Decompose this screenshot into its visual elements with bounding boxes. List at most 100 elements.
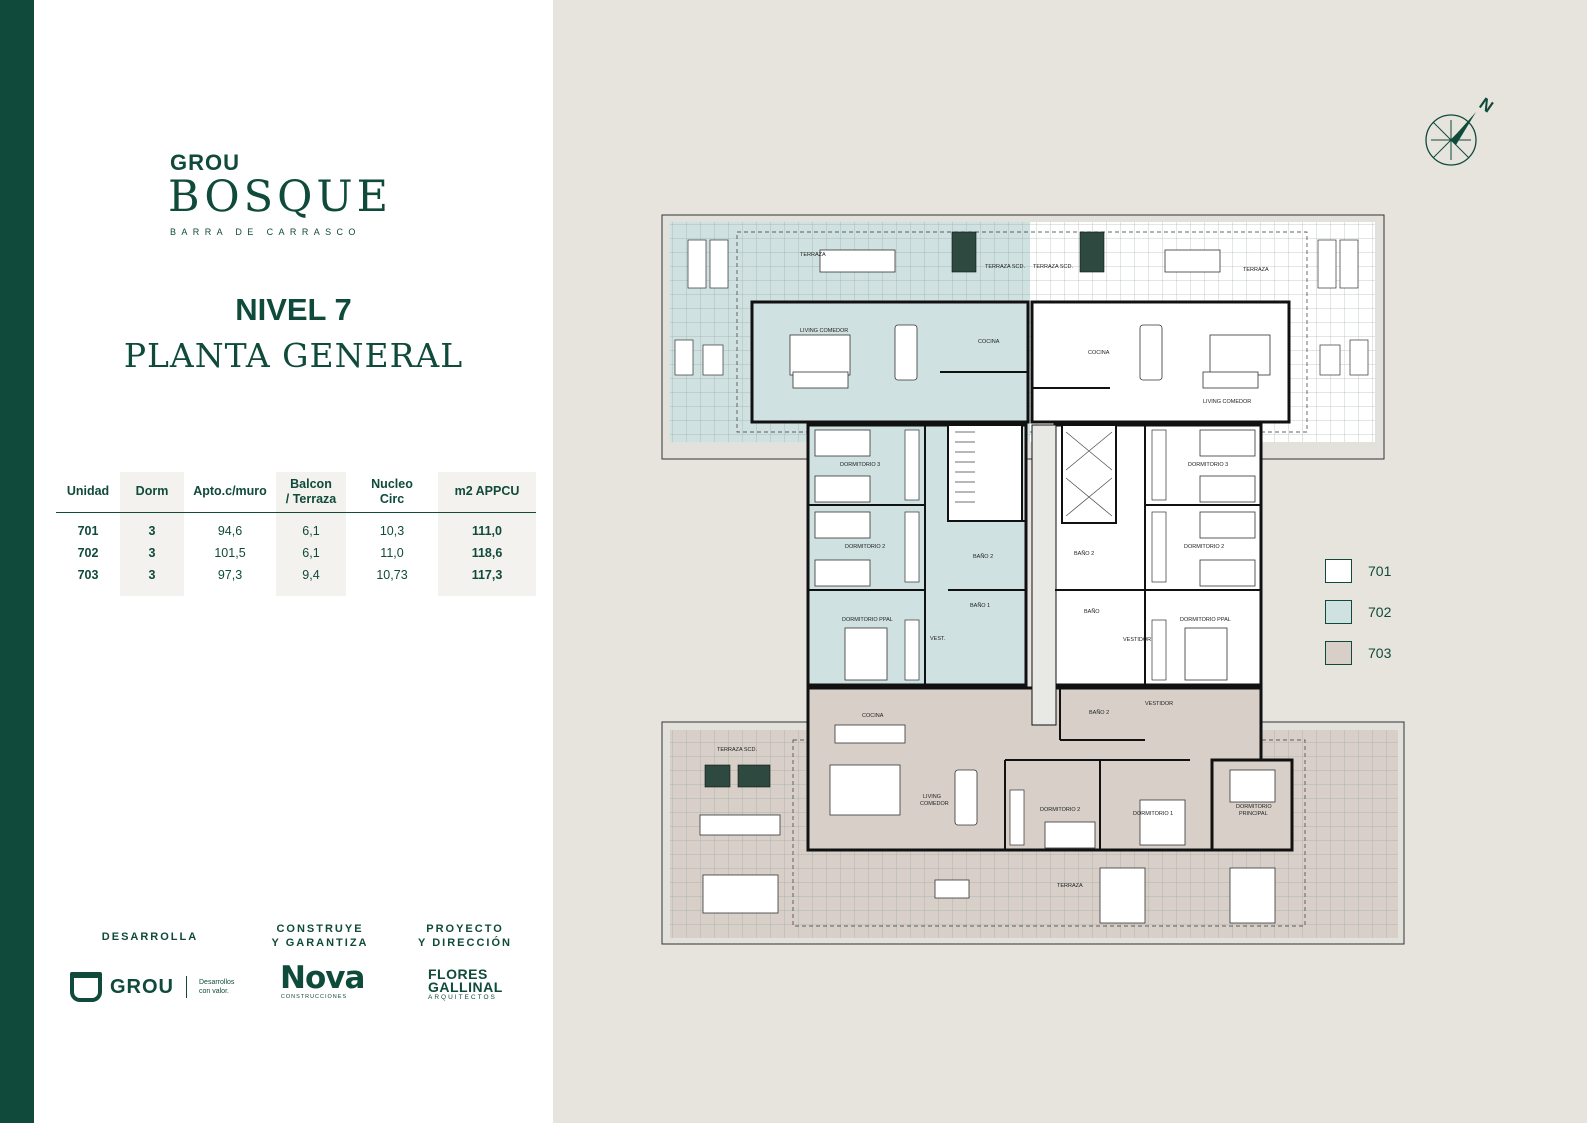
- floor-plan: N: [661, 94, 1497, 945]
- cell-m2: 111,0: [438, 512, 536, 542]
- label-terraza-sc-702: TERRAZA SCD.: [985, 264, 1026, 270]
- label-terraza-sc-703: TERRAZA SCD.: [717, 747, 758, 753]
- label-dorm3-702: DORMITORIO 3: [840, 462, 880, 468]
- compass-icon: [1425, 112, 1477, 166]
- header-nucleo-line1: Nucleo: [371, 476, 413, 491]
- label-dorm3-701: DORMITORIO 3: [1188, 462, 1228, 468]
- table-row: 702 3 101,5 6,1 11,0 118,6: [56, 542, 536, 564]
- cell-unidad: 703: [77, 568, 99, 582]
- cell-unidad: 701: [77, 524, 99, 539]
- cell-apto: 101,5: [214, 546, 246, 560]
- header-unidad: Unidad: [56, 472, 120, 513]
- table-row: 703 3 97,3 9,4 10,73 117,3: [56, 564, 536, 586]
- label-living-703-line1: LIVING: [923, 794, 941, 800]
- cell-balcon: 9,4: [276, 564, 346, 586]
- legend-label-702: 702: [1368, 604, 1392, 620]
- label-bano2-701: BAÑO 2: [1074, 550, 1094, 557]
- label-dorm2-701: DORMITORIO 2: [1184, 544, 1224, 550]
- partition-walls: [808, 371, 1261, 850]
- cell-balcon: 6,1: [276, 512, 346, 542]
- flores-gallinal-logo: FLORES GALLINAL ARQUITECTOS: [428, 966, 518, 1001]
- flores-logo-line2: GALLINAL: [428, 979, 503, 995]
- table-header-row: Unidad Dorm Apto.c/muro Balcon/ Terraza …: [56, 472, 536, 513]
- label-dorm1-703: DORMITORIO 1: [1133, 811, 1173, 817]
- legend-swatch-703: [1325, 641, 1352, 665]
- label-cocina-703: COCINA: [862, 713, 884, 719]
- legend-item-702: 702: [1325, 600, 1391, 624]
- living-furniture-703: [699, 724, 1276, 924]
- circulation-corridor: [1031, 424, 1057, 726]
- credit-proyecto-label: PROYECTO Y DIRECCIÓN: [400, 922, 530, 950]
- cell-dorm: 3: [120, 542, 184, 564]
- header-balcon-line1: Balcon: [290, 476, 332, 491]
- living-furniture-701: [1139, 249, 1271, 389]
- label-ppal-702: DORMITORIO PPAL: [842, 617, 893, 623]
- cell-unidad: 702: [77, 546, 99, 560]
- label-terraza-703: TERRAZA: [1057, 883, 1083, 889]
- cell-m2: 118,6: [438, 542, 536, 564]
- cell-nucleo: 10,73: [376, 568, 408, 582]
- compass-north-label: N: [1476, 94, 1497, 117]
- stair-treads: [955, 431, 975, 503]
- grou-logo-separator: [186, 976, 187, 998]
- legend-swatch-702: [1325, 600, 1352, 624]
- credit-construye-line2: Y GARANTIZA: [271, 937, 369, 949]
- nova-logo-sub: CONSTRUCCIONES: [280, 994, 348, 1000]
- header-apto: Apto.c/muro: [184, 472, 276, 513]
- terrace-loungers: [674, 239, 1369, 376]
- cell-balcon: 6,1: [276, 542, 346, 564]
- legend-label-703: 703: [1368, 645, 1392, 661]
- table-spacer-row: [56, 586, 536, 596]
- table-row: 701 3 94,6 6,1 10,3 111,0: [56, 512, 536, 542]
- label-bano-701: BAÑO: [1084, 608, 1100, 615]
- header-balcon: Balcon/ Terraza: [276, 472, 346, 513]
- credit-proyecto-line2: Y DIRECCIÓN: [418, 937, 512, 949]
- cell-dorm: 3: [120, 512, 184, 542]
- grou-logo: GROU Desarrollos con valor.: [70, 972, 245, 1002]
- grou-logo-mark-icon: [70, 972, 102, 1002]
- planters: [704, 231, 1105, 788]
- flores-logo-sub: ARQUITECTOS: [428, 994, 497, 1001]
- brand-location: BARRA DE CARRASCO: [170, 227, 361, 237]
- nova-logo-name: Nova: [280, 960, 365, 996]
- label-living-702: LIVING COMEDOR: [800, 328, 848, 334]
- header-balcon-line2: / Terraza: [285, 491, 337, 506]
- elevator-core: [1061, 424, 1117, 524]
- label-bano2-703: BAÑO 2: [1089, 709, 1109, 716]
- cell-apto: 97,3: [217, 568, 243, 582]
- units-table: Unidad Dorm Apto.c/muro Balcon/ Terraza …: [56, 472, 536, 596]
- cell-dorm: 3: [120, 564, 184, 586]
- credit-construye-line1: CONSTRUYE: [276, 923, 364, 935]
- living-furniture-702: [789, 249, 918, 389]
- label-living-701: LIVING COMEDOR: [1203, 399, 1251, 405]
- grou-logo-name: GROU: [110, 975, 174, 998]
- label-dorm2-702: DORMITORIO 2: [845, 544, 885, 550]
- cell-m2: 117,3: [438, 564, 536, 586]
- brand-bosque: BOSQUE: [168, 172, 392, 222]
- nova-logo: Nova CONSTRUCCIONES: [280, 960, 365, 1000]
- legend-item-701: 701: [1325, 559, 1391, 583]
- header-m2: m2 APPCU: [438, 472, 536, 513]
- wardrobes: [904, 429, 1167, 846]
- flores-logo-line1: FLORES: [428, 966, 488, 982]
- left-accent-bar: [0, 0, 34, 1123]
- header-dorm: Dorm: [120, 472, 184, 513]
- plan-title: PLANTA GENERAL: [123, 336, 464, 375]
- cell-apto: 94,6: [217, 524, 243, 539]
- beds: [814, 429, 1276, 849]
- header-nucleo-line2: Circ: [379, 491, 405, 506]
- credit-construye-label: CONSTRUYE Y GARANTIZA: [255, 922, 385, 950]
- label-terraza-sc-701: TERRAZA SCD.: [1033, 264, 1074, 270]
- cell-nucleo: 10,3: [379, 524, 405, 539]
- label-vestidor-701: VESTIDOR: [1123, 637, 1151, 643]
- label-cocina-702: COCINA: [978, 339, 1000, 345]
- label-terraza-701: TERRAZA: [1243, 267, 1269, 273]
- label-ppal-701: DORMITORIO PPAL: [1180, 617, 1231, 623]
- legend-label-701: 701: [1368, 563, 1392, 579]
- cell-nucleo: 11,0: [380, 546, 404, 560]
- label-ppal-703-line1: DORMITORIO: [1236, 804, 1272, 810]
- elevator-cross-icon: [1065, 431, 1113, 517]
- label-living-703-line2: COMEDOR: [920, 801, 949, 807]
- label-bano1-702: BAÑO 1: [970, 602, 990, 609]
- label-vestidor-703: VESTIDOR: [1145, 701, 1173, 707]
